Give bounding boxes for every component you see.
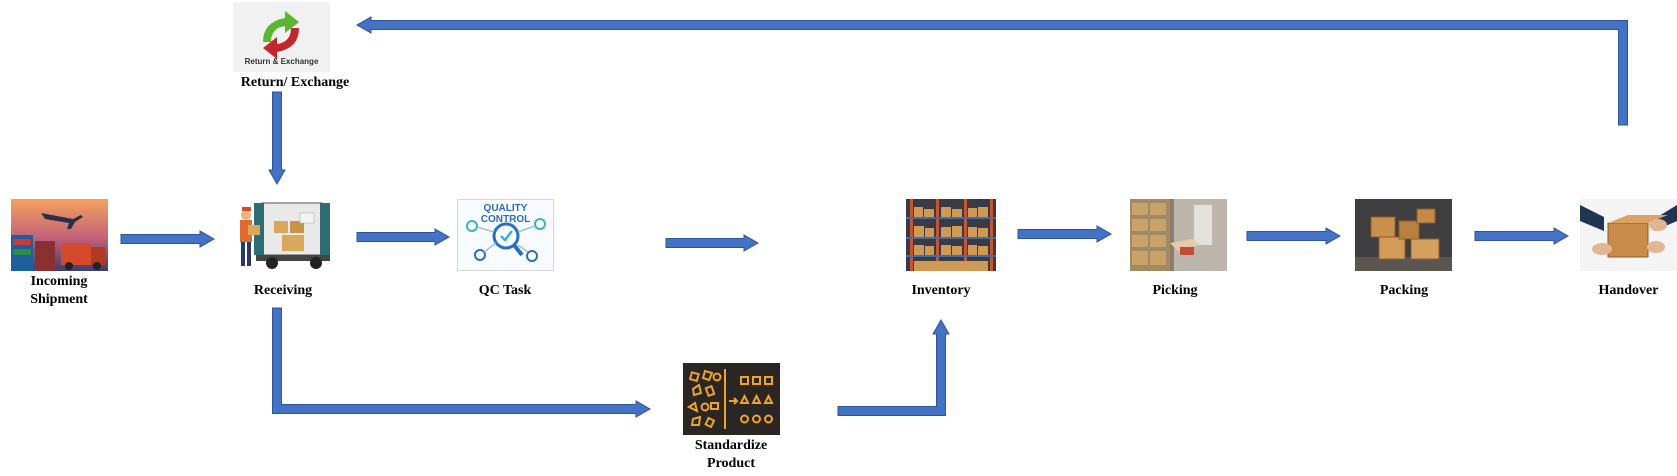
return-exchange-image: Return & Exchange (233, 2, 330, 72)
picking-image (1130, 199, 1227, 271)
inventory-label: Inventory (911, 283, 971, 298)
return-exchange-image-text: Return & Exchange (244, 57, 319, 66)
picking-label: Picking (1152, 283, 1198, 298)
qc-task-label: QC Task (478, 283, 532, 298)
standardize-product-image (683, 363, 780, 435)
incoming-shipment-label-line2: Shipment (30, 292, 88, 307)
arrow-inventory-to-picking (1017, 225, 1113, 243)
arrow-picking-to-packing (1246, 227, 1342, 245)
arrow-packing-to-handover (1474, 227, 1570, 245)
packing-label: Packing (1379, 283, 1429, 298)
arrow-handover-to-return (355, 16, 1628, 126)
arrow-receiving-to-qc (356, 228, 451, 246)
standardize-product-label-line2: Product (707, 456, 755, 471)
receiving-label: Receiving (253, 283, 313, 298)
incoming-shipment-label-line1: Incoming (30, 274, 88, 289)
arrow-incoming-to-receiving (120, 230, 216, 248)
standardize-product-label-line1: Standardize (694, 438, 768, 453)
arrow-qc-to-inventory (665, 234, 760, 252)
incoming-shipment-image (11, 199, 108, 271)
arrow-return-to-receiving (268, 91, 286, 186)
receiving-image (236, 199, 333, 271)
handover-image (1580, 199, 1677, 271)
handover-label: Handover (1598, 283, 1659, 298)
arrow-standardize-to-inventory (837, 318, 950, 416)
standardize-product-label: Standardize Product (676, 437, 786, 473)
qc-image-title: QUALITY CONTROL (480, 203, 531, 225)
inventory-image (906, 199, 996, 271)
packing-image (1355, 199, 1452, 271)
return-exchange-label: Return/ Exchange (240, 75, 350, 90)
arrow-receiving-to-standardize (272, 307, 652, 418)
qc-task-image: QUALITY CONTROL (457, 199, 554, 271)
incoming-shipment-label: Incoming Shipment (8, 273, 110, 309)
